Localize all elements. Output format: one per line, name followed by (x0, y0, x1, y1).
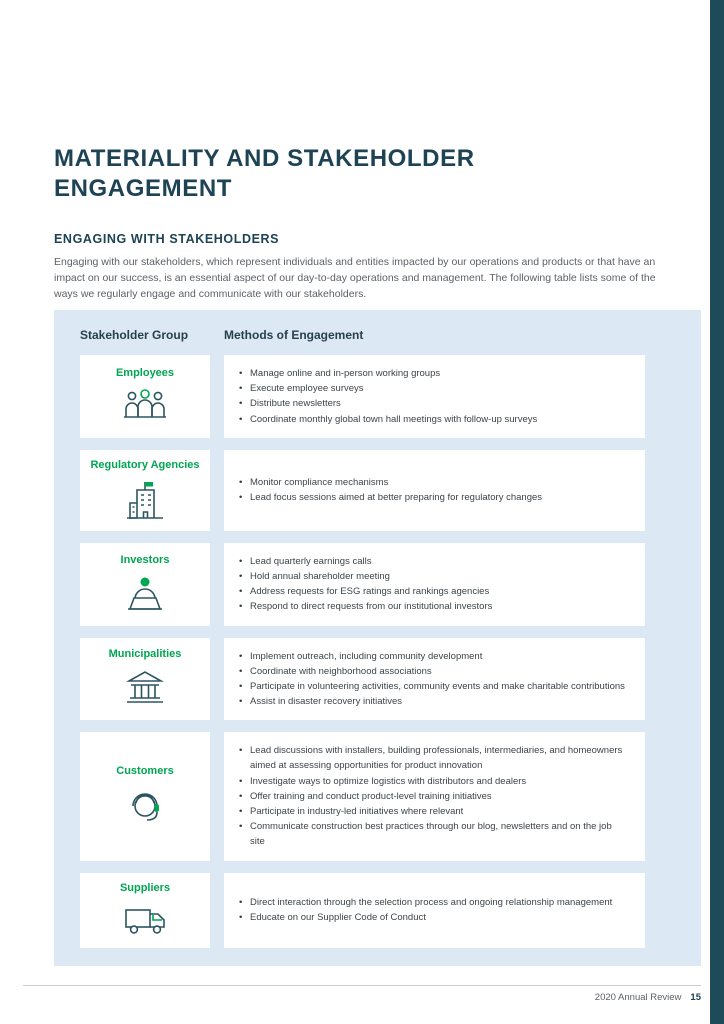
methods-list: Direct interaction through the selection… (236, 895, 612, 926)
government-building-icon (122, 478, 168, 522)
group-label: Regulatory Agencies (90, 458, 200, 471)
group-label: Municipalities (108, 648, 182, 661)
table-row: Employees Manage online and in-person wo… (80, 355, 645, 438)
table-row: Regulatory Agencies Monitor compliance m… (80, 449, 645, 531)
method-item: Participate in volunteering activities, … (236, 679, 625, 694)
section-heading: ENGAGING WITH STAKEHOLDERS (54, 232, 280, 247)
method-item: Assist in disaster recovery initiatives (236, 694, 625, 709)
intro-paragraph: Engaging with our stakeholders, which re… (54, 255, 656, 301)
stakeholder-group-cell: Regulatory Agencies (80, 449, 210, 531)
methods-cell: Direct interaction through the selection… (224, 872, 645, 948)
table-rows: Employees Manage online and in-person wo… (80, 355, 645, 948)
methods-list: Lead discussions with installers, buildi… (236, 743, 629, 849)
methods-cell: Lead quarterly earnings callsHold annual… (224, 542, 645, 626)
method-item: Execute employee surveys (236, 381, 537, 396)
method-item: Address requests for ESG ratings and ran… (236, 584, 492, 599)
method-item: Lead discussions with installers, buildi… (236, 743, 629, 773)
method-item: Hold annual shareholder meeting (236, 569, 492, 584)
method-item: Investigate ways to optimize logistics w… (236, 774, 629, 789)
methods-list: Manage online and in-person working grou… (236, 366, 537, 427)
method-item: Lead focus sessions aimed at better prep… (236, 490, 542, 505)
group-label: Employees (115, 366, 175, 379)
method-item: Coordinate with neighborhood association… (236, 664, 625, 679)
method-item: Educate on our Supplier Code of Conduct (236, 910, 612, 925)
footer-divider (23, 985, 701, 986)
methods-cell: Monitor compliance mechanismsLead focus … (224, 449, 645, 531)
person-laptop-icon (121, 573, 169, 615)
headset-person-icon (121, 784, 169, 828)
group-label: Investors (120, 553, 170, 566)
footer-label: 2020 Annual Review (594, 992, 682, 1003)
method-item: Monitor compliance mechanisms (236, 475, 542, 490)
group-label: Suppliers (119, 881, 171, 894)
methods-list: Implement outreach, including community … (236, 649, 625, 710)
table-row: Customers Lead discussions with installe… (80, 732, 645, 861)
stakeholder-group-cell: Municipalities (80, 637, 210, 721)
methods-cell: Implement outreach, including community … (224, 637, 645, 721)
group-label: Customers (116, 764, 174, 777)
table-row: Suppliers Direct interaction through the… (80, 872, 645, 948)
method-item: Respond to direct requests from our inst… (236, 599, 492, 614)
stakeholder-group-cell: Investors (80, 542, 210, 626)
truck-icon (120, 901, 170, 939)
table-header-row: Stakeholder Group Methods of Engagement (80, 328, 645, 342)
methods-list: Lead quarterly earnings callsHold annual… (236, 554, 492, 615)
stakeholder-table: Stakeholder Group Methods of Engagement … (54, 310, 701, 966)
methods-cell: Lead discussions with installers, buildi… (224, 732, 645, 861)
table-row: Investors Lead quarterly earnings callsH… (80, 542, 645, 626)
stakeholder-group-cell: Suppliers (80, 872, 210, 948)
method-item: Manage online and in-person working grou… (236, 366, 537, 381)
method-item: Communicate construction best practices … (236, 819, 629, 849)
table-row: Municipalities Implement outreach, inclu… (80, 637, 645, 721)
method-item: Distribute newsletters (236, 396, 537, 411)
method-item: Offer training and conduct product-level… (236, 789, 629, 804)
methods-cell: Manage online and in-person working grou… (224, 355, 645, 438)
people-icon (119, 386, 171, 426)
method-item: Direct interaction through the selection… (236, 895, 612, 910)
methods-list: Monitor compliance mechanismsLead focus … (236, 475, 542, 506)
stakeholder-group-cell: Customers (80, 732, 210, 861)
method-item: Participate in industry-led initiatives … (236, 804, 629, 819)
stakeholder-group-cell: Employees (80, 355, 210, 438)
method-item: Lead quarterly earnings calls (236, 554, 492, 569)
column-header-methods: Methods of Engagement (224, 328, 364, 342)
footer: 2020 Annual Review 15 (595, 992, 701, 1003)
page-number: 15 (690, 992, 701, 1003)
right-accent-bar (710, 0, 724, 1024)
bank-columns-icon (121, 667, 169, 709)
method-item: Implement outreach, including community … (236, 649, 625, 664)
column-header-stakeholder-group: Stakeholder Group (80, 328, 189, 342)
method-item: Coordinate monthly global town hall meet… (236, 412, 537, 427)
page-title: MATERIALITY AND STAKEHOLDER ENGAGEMENT (54, 145, 475, 203)
